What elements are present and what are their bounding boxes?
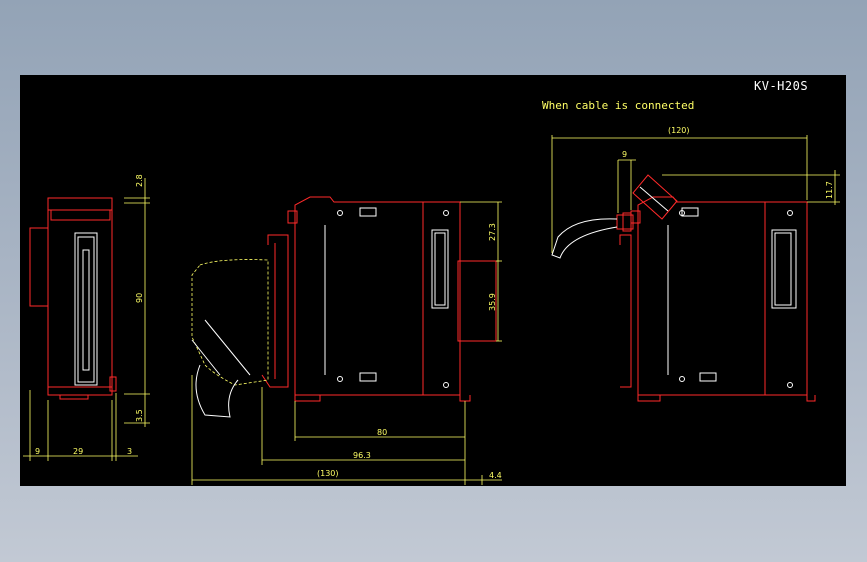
dim-offset-44: 4.4 <box>489 471 502 480</box>
dim-front-lower: 35.9 <box>488 293 497 311</box>
technical-drawing: KV-H20S When cable is connected 2.8 90 3… <box>23 79 840 485</box>
cable-note: When cable is connected <box>542 99 694 112</box>
cad-drawing-canvas: KV-H20S When cable is connected 2.8 90 3… <box>20 75 846 486</box>
side-view: 2.8 90 3.5 9 29 3 <box>23 174 150 461</box>
connected-view: (120) 9 11.7 <box>551 126 840 402</box>
drawing-title: KV-H20S <box>754 79 808 93</box>
front-view: 27.3 35.9 80 96.3 (130) 4.4 <box>191 196 502 485</box>
dim-conn-height: 11.7 <box>825 181 834 199</box>
dim-conn-width: (120) <box>668 126 690 135</box>
dim-side-bottom: 3.5 <box>135 409 144 422</box>
dim-depth-130: (130) <box>317 469 339 478</box>
dim-conn-offset: 9 <box>622 150 627 159</box>
dim-front-upper: 27.3 <box>488 223 497 241</box>
dim-depth-96: 96.3 <box>353 451 371 460</box>
dim-side-w1: 9 <box>35 447 40 456</box>
dim-side-w3: 3 <box>127 447 132 456</box>
dim-side-top: 2.8 <box>135 174 144 187</box>
dim-side-height: 90 <box>135 293 144 303</box>
dim-side-w2: 29 <box>73 447 83 456</box>
dim-depth-80: 80 <box>377 428 387 437</box>
